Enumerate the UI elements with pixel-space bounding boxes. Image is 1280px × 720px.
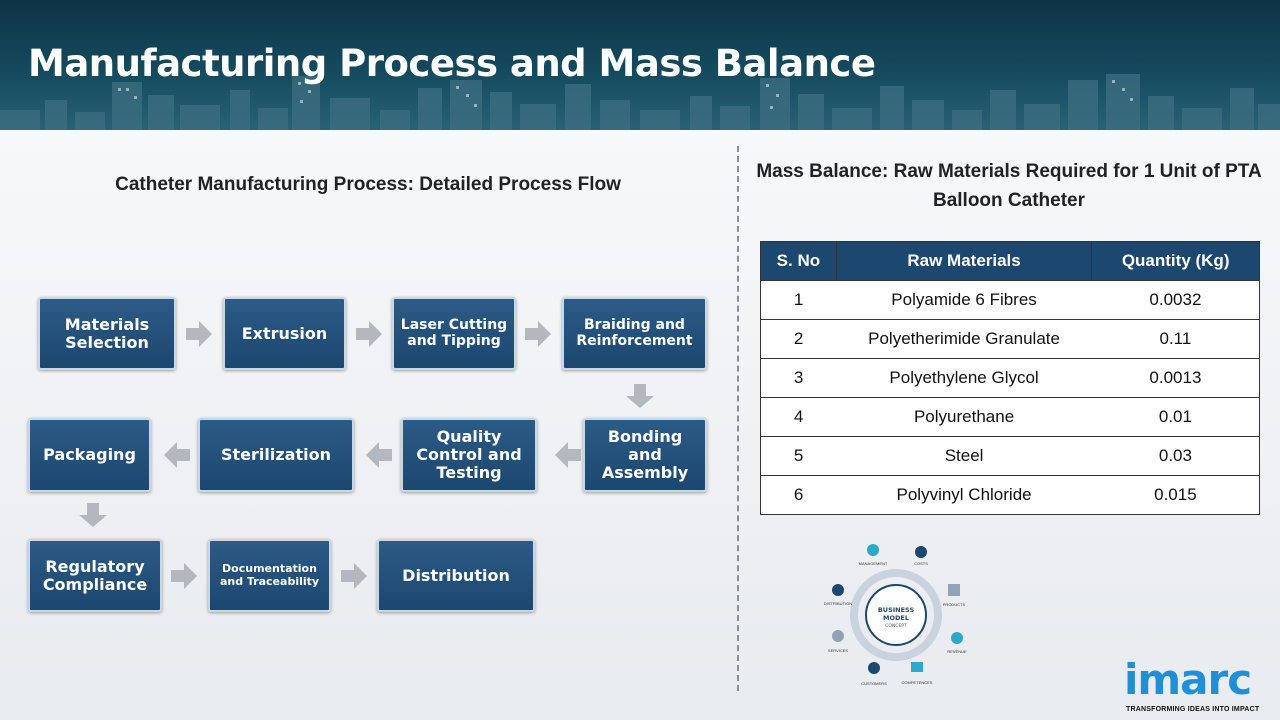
step-extrusion: Extrusion: [223, 297, 346, 370]
table-row: 5 Steel 0.03: [760, 436, 1260, 476]
cell-material: Polyethylene Glycol: [836, 358, 1092, 398]
revenue-icon: [951, 632, 963, 644]
header-banner: Manufacturing Process and Mass Balance: [0, 0, 1280, 130]
table-header-row: S. No Raw Materials Quantity (Kg): [760, 241, 1260, 281]
arrow-right-icon: [186, 321, 212, 347]
arrow-right-icon: [525, 321, 551, 347]
customers-icon: [868, 662, 880, 674]
col-header-raw-materials: Raw Materials: [835, 241, 1093, 281]
cell-quantity: 0.03: [1091, 436, 1260, 476]
table-row: 1 Polyamide 6 Fibres 0.0032: [760, 280, 1260, 320]
step-sterilization: Sterilization: [198, 418, 354, 492]
table-row: 6 Polyvinyl Chloride 0.015: [760, 475, 1260, 515]
services-icon: [832, 630, 844, 642]
cell-sno: 5: [760, 436, 837, 476]
label-competences: COMPETENCES: [902, 680, 933, 685]
management-icon: [867, 544, 879, 556]
arrow-right-icon: [171, 563, 197, 589]
cell-quantity: 0.0013: [1091, 358, 1260, 398]
label-customers: CUSTOMERS: [861, 681, 887, 686]
arrow-right-icon: [341, 563, 367, 589]
panel-divider: [737, 146, 739, 691]
step-regulatory-compliance: Regulatory Compliance: [28, 539, 162, 612]
mass-balance-heading: Mass Balance: Raw Materials Required for…: [756, 161, 1262, 211]
business-model-concept-graphic: BUSINESS MODEL CONCEPT MANAGEMENT COSTS …: [824, 544, 967, 686]
label-distribution: DISTRIBUTION: [824, 601, 852, 606]
cell-material: Steel: [836, 436, 1092, 476]
cell-material: Polyetherimide Granulate: [836, 319, 1092, 359]
step-bonding-assembly: Bonding and Assembly: [583, 418, 707, 492]
center-label-3: CONCEPT: [885, 623, 907, 629]
page-title: Manufacturing Process and Mass Balance: [28, 42, 876, 85]
cell-quantity: 0.01: [1091, 397, 1260, 437]
imarc-logo: imarc TRANSFORMING IDEAS INTO IMPACT: [1124, 656, 1274, 718]
mass-balance-table: S. No Raw Materials Quantity (Kg) 1 Poly…: [760, 241, 1260, 515]
distribution-icon: [832, 584, 844, 596]
costs-icon: [915, 546, 927, 558]
cell-sno: 6: [760, 475, 837, 515]
cell-material: Polyamide 6 Fibres: [836, 280, 1092, 320]
process-flow-heading: Catheter Manufacturing Process: Detailed…: [115, 174, 621, 195]
cell-material: Polyurethane: [836, 397, 1092, 437]
arrow-left-icon: [366, 442, 392, 468]
table-row: 4 Polyurethane 0.01: [760, 397, 1260, 437]
center-label-1: BUSINESS: [878, 606, 915, 614]
label-services: SERVICES: [828, 648, 848, 653]
products-icon: [948, 584, 960, 596]
step-quality-control-testing: Quality Control and Testing: [401, 418, 537, 492]
cell-material: Polyvinyl Chloride: [836, 475, 1092, 515]
table-row: 2 Polyetherimide Granulate 0.11: [760, 319, 1260, 359]
arrow-left-icon: [164, 442, 190, 468]
cell-sno: 1: [760, 280, 837, 320]
label-products: PRODUCTS: [943, 602, 966, 607]
cell-sno: 2: [760, 319, 837, 359]
col-header-quantity: Quantity (Kg): [1091, 241, 1260, 281]
cell-quantity: 0.11: [1091, 319, 1260, 359]
label-costs: COSTS: [914, 561, 928, 566]
center-circle: [865, 584, 927, 646]
cell-quantity: 0.015: [1091, 475, 1260, 515]
center-label-2: MODEL: [883, 614, 909, 622]
col-header-sno: S. No: [760, 241, 837, 281]
city-skyline-graphic: [0, 74, 1280, 130]
label-management: MANAGEMENT: [859, 561, 888, 566]
arrow-down-icon: [626, 384, 654, 408]
table-row: 3 Polyethylene Glycol 0.0013: [760, 358, 1260, 398]
step-packaging: Packaging: [28, 418, 151, 492]
arrow-down-icon: [79, 503, 107, 527]
cell-sno: 4: [760, 397, 837, 437]
arrow-left-icon: [555, 442, 581, 468]
arrow-right-icon: [356, 321, 382, 347]
ring-shape: [850, 569, 942, 661]
logo-wordmark: imarc: [1124, 655, 1252, 704]
step-materials-selection: Materials Selection: [38, 297, 176, 370]
step-braiding-reinforcement: Braiding and Reinforcement: [562, 297, 707, 370]
competences-icon: [911, 662, 923, 672]
step-distribution: Distribution: [377, 539, 535, 612]
step-laser-cutting-tipping: Laser Cutting and Tipping: [392, 297, 516, 370]
step-documentation-traceability: Documentation and Traceability: [208, 539, 331, 612]
logo-tagline: TRANSFORMING IDEAS INTO IMPACT: [1126, 706, 1260, 713]
cell-quantity: 0.0032: [1091, 280, 1260, 320]
cell-sno: 3: [760, 358, 837, 398]
label-revenue: REVENUE: [947, 649, 967, 654]
